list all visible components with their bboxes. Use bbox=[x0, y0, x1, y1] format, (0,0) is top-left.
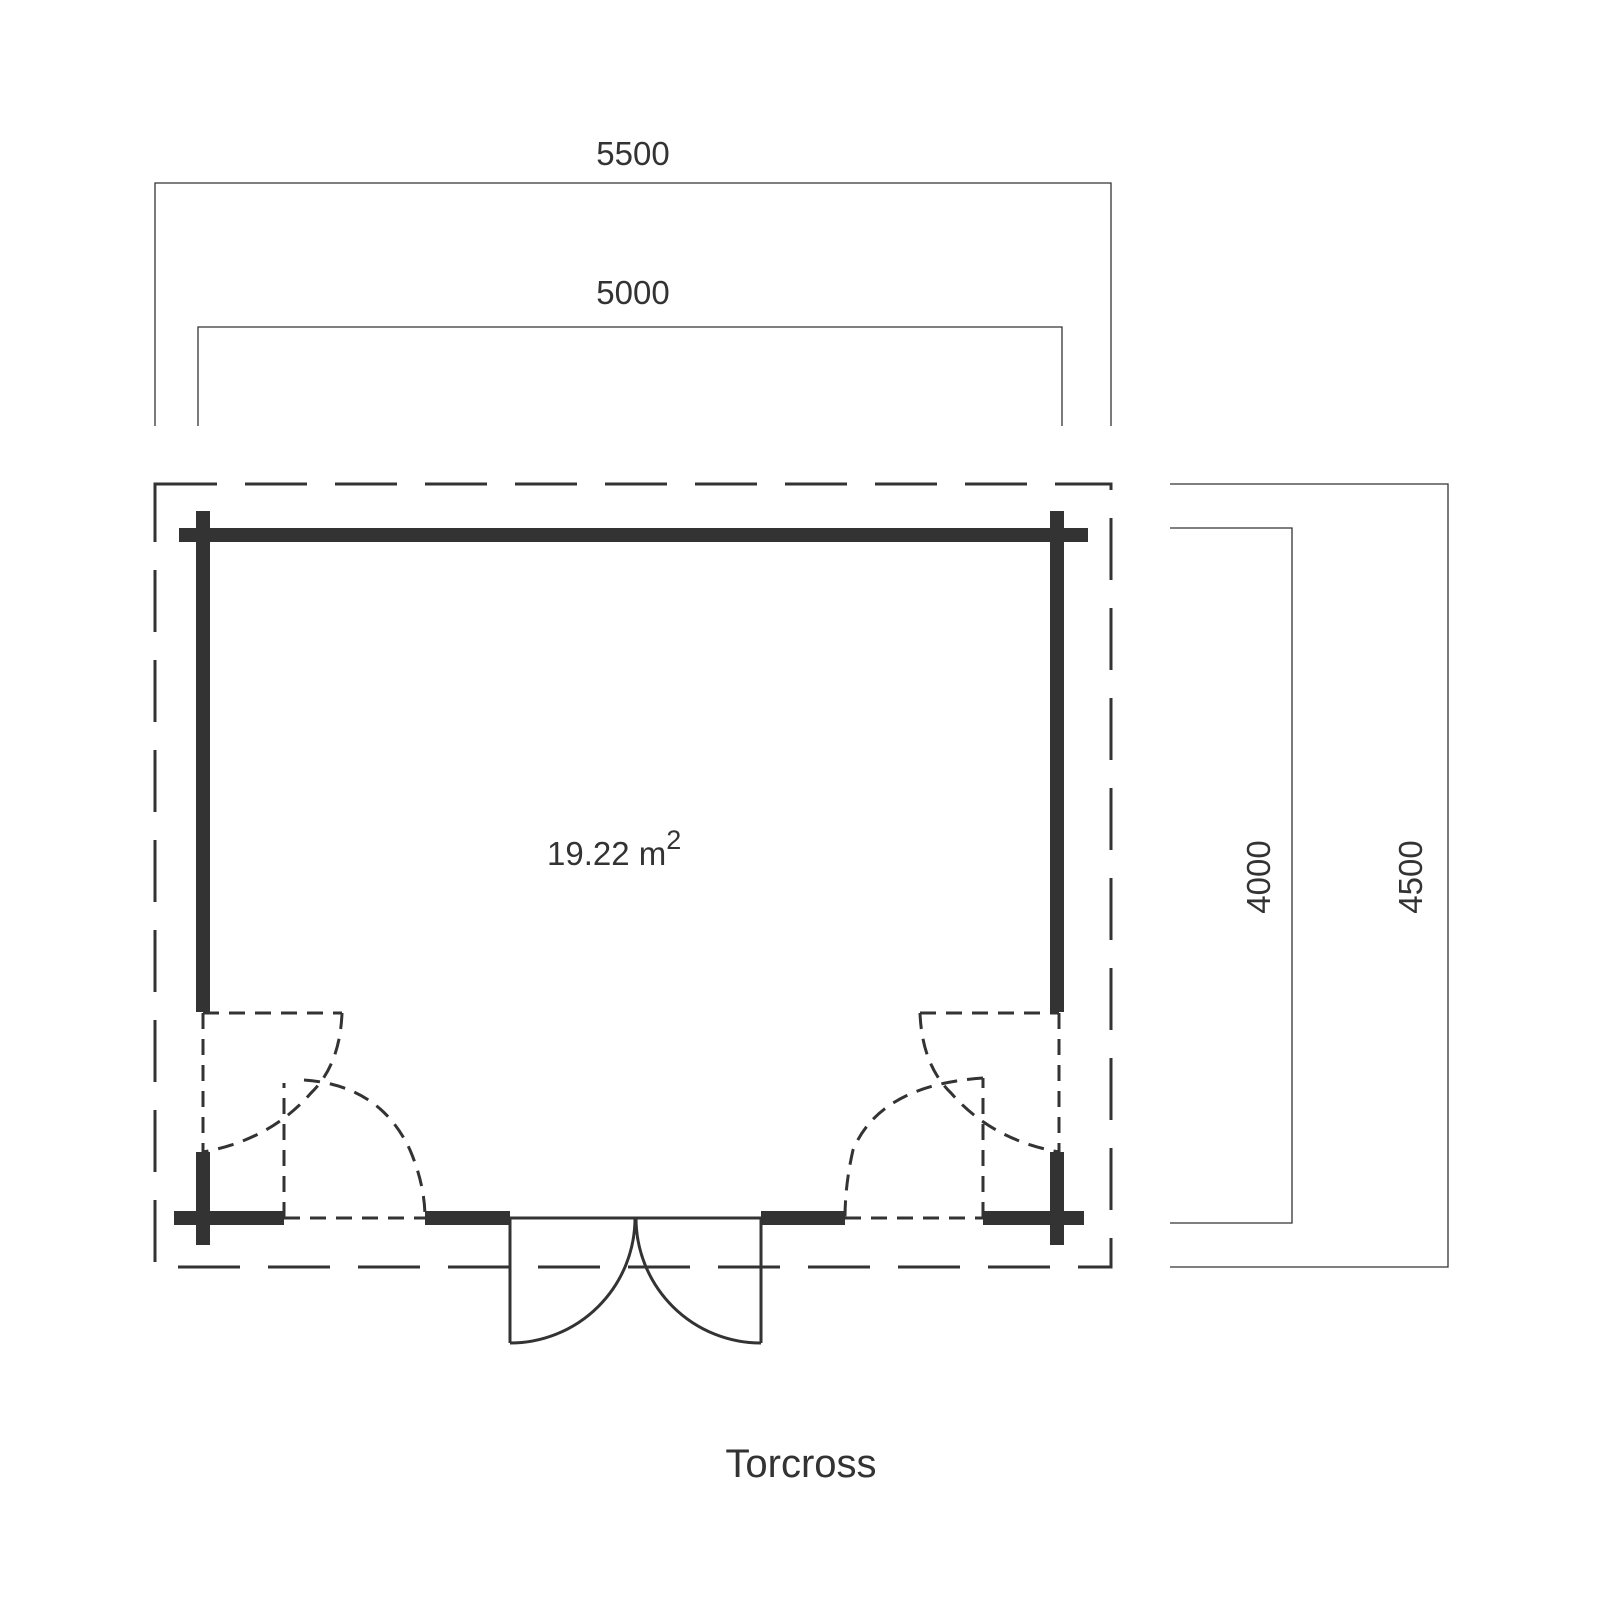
dimension-inner-depth bbox=[1170, 527, 1293, 1224]
floor-area-label: 19.22 m2 bbox=[547, 825, 681, 872]
dimension-outer-width-label: 5500 bbox=[596, 135, 669, 172]
left-corner-dashed-fittings bbox=[201, 1011, 427, 1220]
front-double-door bbox=[508, 1216, 763, 1345]
dimension-inner-width-label: 5000 bbox=[596, 274, 669, 311]
dimension-inner-width bbox=[197, 326, 1063, 426]
dimension-outer-depth bbox=[1170, 483, 1449, 1268]
dimension-outer-width bbox=[154, 182, 1112, 426]
right-corner-dashed-fittings bbox=[843, 1011, 1061, 1220]
door-swing-right bbox=[634, 1217, 762, 1345]
roof-overhang-outline bbox=[153, 482, 1113, 1269]
dimension-outer-depth-label: 4500 bbox=[1392, 840, 1429, 913]
floor-area-exponent: 2 bbox=[666, 825, 681, 855]
dimension-inner-depth-label: 4000 bbox=[1240, 840, 1277, 913]
door-swing-left bbox=[509, 1217, 637, 1345]
plan-title: Torcross bbox=[725, 1442, 876, 1486]
walls bbox=[174, 511, 1088, 1245]
floor-area-value: 19.22 m bbox=[547, 835, 666, 872]
